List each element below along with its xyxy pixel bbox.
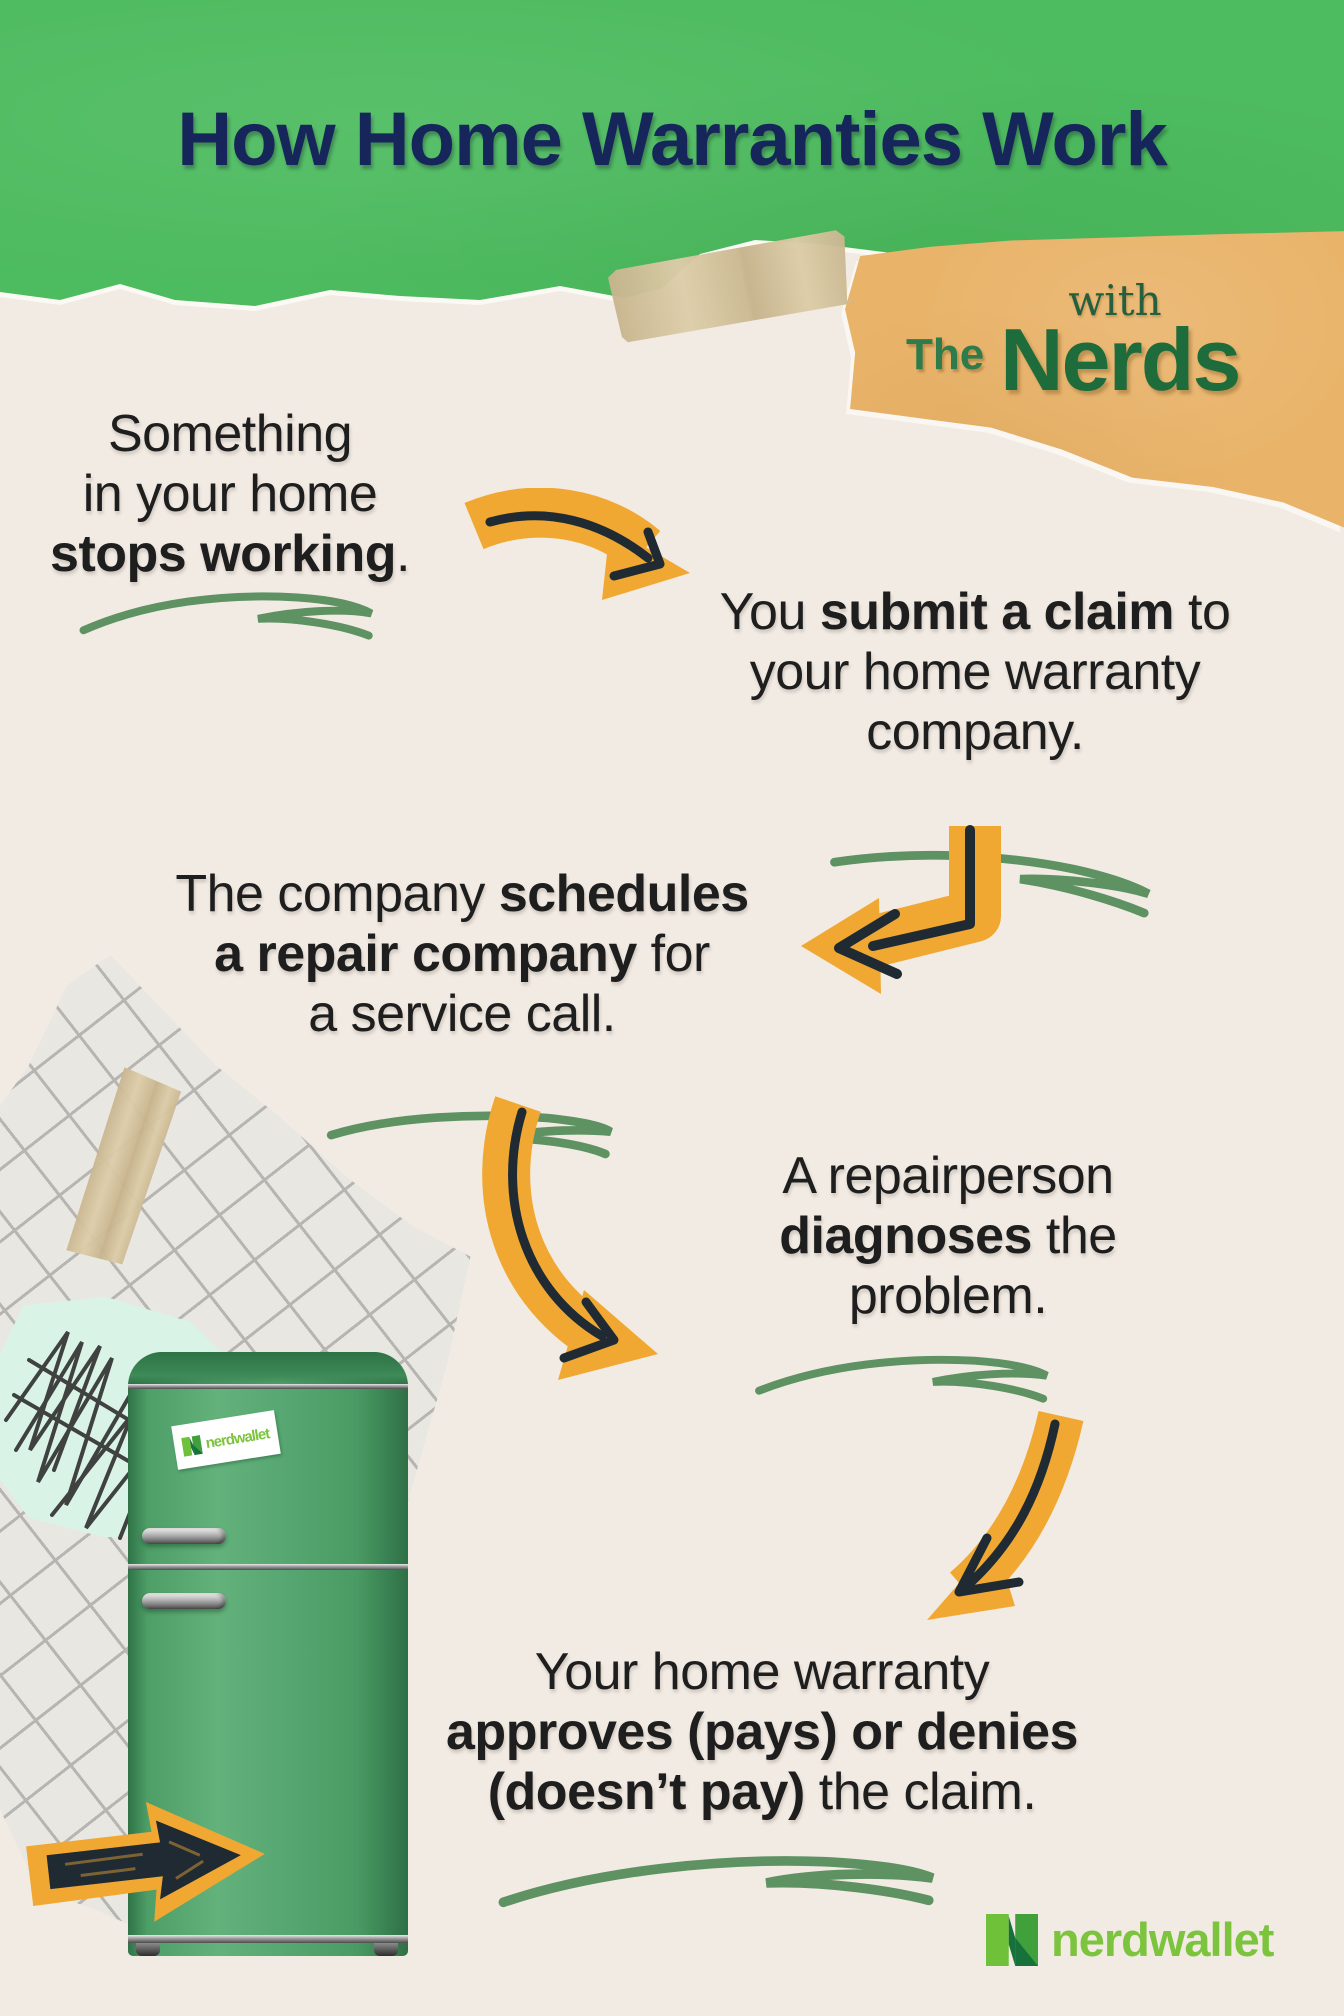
scribble-underline-icon bbox=[755, 1355, 1049, 1403]
arrow-right-icon bbox=[26, 1802, 265, 1922]
nerdwallet-sticker: nerdwallet bbox=[171, 1410, 281, 1470]
fridge-door-divider bbox=[128, 1564, 408, 1570]
sticker-wordmark: nerdwallet bbox=[204, 1424, 271, 1452]
scribble-underline-icon bbox=[79, 592, 374, 640]
nerdwallet-logo: nerdwallet bbox=[986, 1912, 1274, 1967]
fridge-trim bbox=[128, 1384, 408, 1389]
orange-torn-paper bbox=[840, 228, 1344, 540]
nerdwallet-wordmark: nerdwallet bbox=[1051, 1913, 1274, 1966]
fridge-foot bbox=[374, 1943, 398, 1956]
scribble-underline-icon bbox=[498, 1856, 935, 1908]
the-label: The bbox=[906, 330, 985, 379]
page-title: How Home Warranties Work bbox=[177, 97, 1168, 182]
fridge-handle bbox=[142, 1593, 226, 1609]
with-label: with bbox=[1068, 276, 1162, 325]
arrow-down-right-icon bbox=[464, 488, 690, 600]
fridge-foot bbox=[136, 1943, 160, 1956]
nerdwallet-n-icon bbox=[986, 1913, 1038, 1966]
arrow-down-left-bend-icon bbox=[801, 825, 1001, 994]
fridge-top-cap bbox=[128, 1352, 408, 1386]
fridge-trim bbox=[128, 1935, 408, 1943]
nerds-label: Nerds bbox=[1000, 310, 1241, 409]
arrow-down-left-icon bbox=[927, 1410, 1084, 1620]
arrow-curve-down-right-icon bbox=[482, 1096, 658, 1380]
freezer-handle bbox=[142, 1528, 226, 1544]
nerdwallet-n-icon bbox=[181, 1434, 204, 1457]
